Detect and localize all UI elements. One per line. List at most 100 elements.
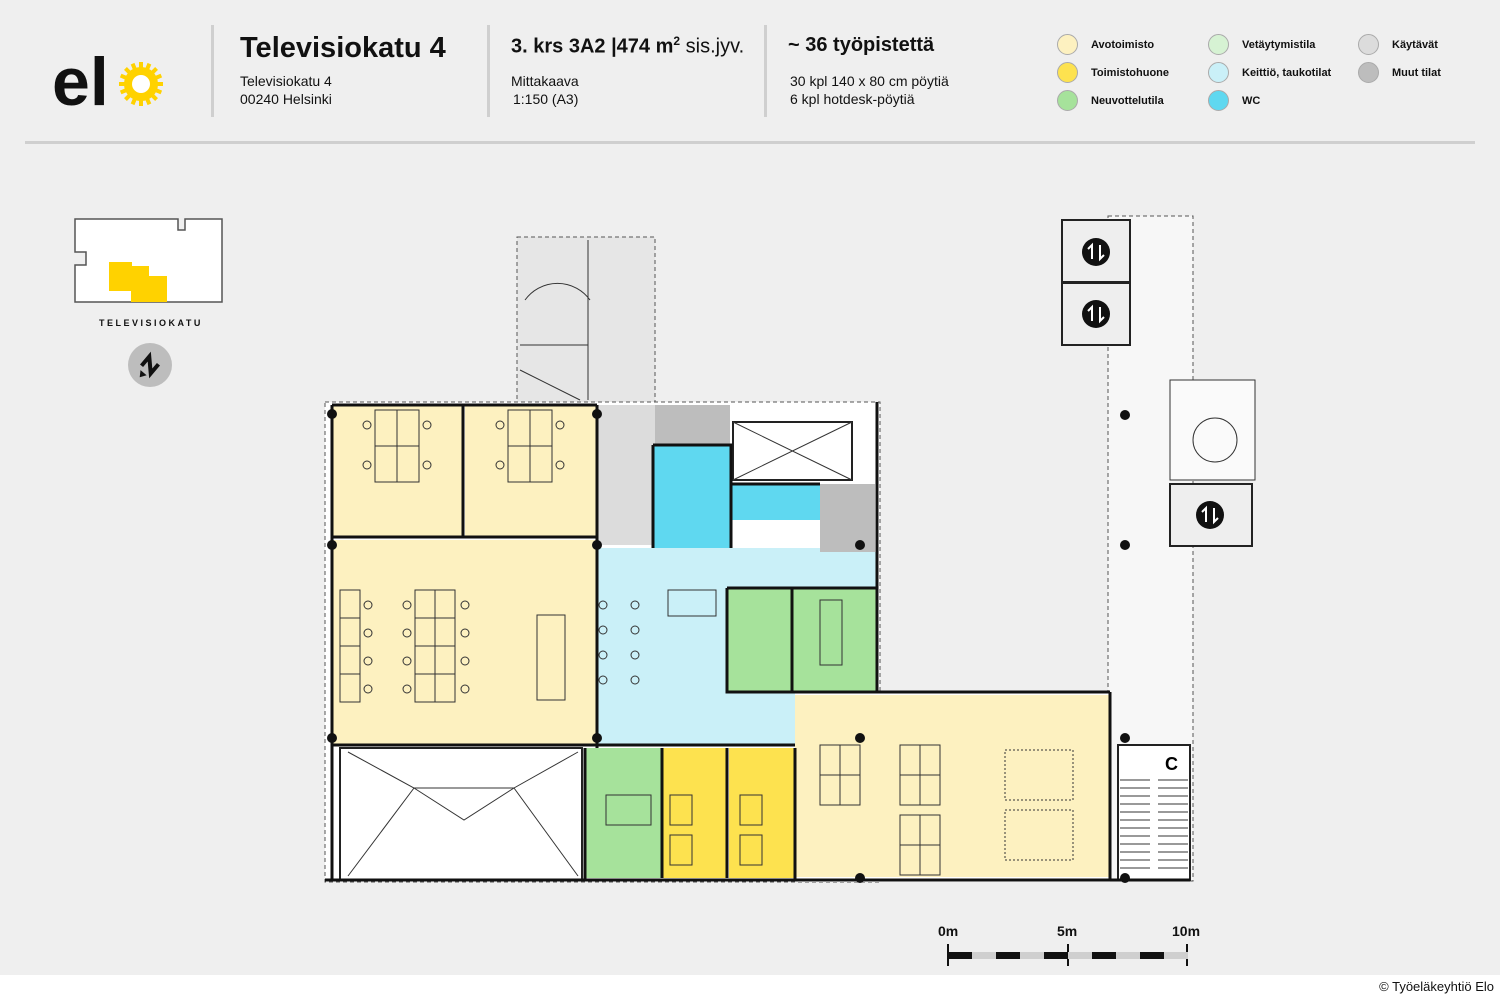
room-kitchen xyxy=(597,548,877,745)
chair xyxy=(495,460,505,470)
column xyxy=(1120,410,1130,420)
legend-item: Muut tilat xyxy=(1358,62,1441,83)
address: Televisiokatu 4 00240 Helsinki xyxy=(240,72,332,108)
address-city: 00240 Helsinki xyxy=(240,91,332,107)
legend-label: Vetäytymistila xyxy=(1242,38,1316,51)
scale-label: Mittakaava xyxy=(511,73,579,89)
desk xyxy=(667,589,717,617)
chair xyxy=(460,628,470,638)
column xyxy=(855,540,865,550)
desk-line-1: 30 kpl 140 x 80 cm pöytiä xyxy=(790,73,949,89)
room-open-office xyxy=(332,540,597,745)
floor-info: 3. krs 3A2 |474 m2 sis.jyv. xyxy=(511,34,744,59)
address-street: Televisiokatu 4 xyxy=(240,73,332,89)
elo-logo: el xyxy=(52,40,172,120)
room-office xyxy=(662,748,727,878)
column xyxy=(1120,873,1130,883)
scale-tick-label: 0m xyxy=(938,923,959,939)
column xyxy=(1120,733,1130,743)
room-wc xyxy=(653,445,731,548)
elevator-icon xyxy=(1082,238,1110,266)
column xyxy=(855,873,865,883)
north-arrow-icon xyxy=(128,343,172,387)
chair xyxy=(362,420,372,430)
desk xyxy=(919,844,941,876)
legend-label: Keittiö, taukotilat xyxy=(1242,66,1332,79)
scale-segment xyxy=(972,952,996,959)
room-meeting xyxy=(727,588,792,692)
column xyxy=(855,733,865,743)
scale-segment xyxy=(1020,952,1044,959)
room-open-office xyxy=(795,695,1110,877)
scale-segment xyxy=(1140,952,1164,959)
column xyxy=(592,540,602,550)
desk xyxy=(669,794,693,826)
legend-label: WC xyxy=(1242,94,1261,107)
desk xyxy=(819,599,843,666)
legend-item: Neuvottelutila xyxy=(1057,90,1164,111)
scale-segment xyxy=(1116,952,1140,959)
column xyxy=(1120,540,1130,550)
legend-label: Käytävät xyxy=(1392,38,1438,51)
lounge-area xyxy=(1004,809,1074,861)
legend-swatch xyxy=(1208,90,1229,111)
legend-swatch xyxy=(1358,34,1379,55)
chair xyxy=(495,420,505,430)
desk-info: 30 kpl 140 x 80 cm pöytiä 6 kpl hotdesk-… xyxy=(790,72,949,108)
room-other xyxy=(655,405,730,445)
street-label: TELEVISIOKATU xyxy=(99,318,203,328)
chair xyxy=(362,460,372,470)
legend-swatch xyxy=(1208,62,1229,83)
column xyxy=(327,733,337,743)
column xyxy=(592,409,602,419)
chair xyxy=(402,684,412,694)
room-open-office xyxy=(465,405,597,537)
desk xyxy=(739,794,763,826)
chair xyxy=(460,656,470,666)
elevator-icon xyxy=(1082,300,1110,328)
scale-segment xyxy=(948,952,972,959)
chair xyxy=(422,420,432,430)
chair xyxy=(598,650,608,660)
chair xyxy=(422,460,432,470)
desk xyxy=(739,834,763,866)
chair xyxy=(363,628,373,638)
chair xyxy=(630,675,640,685)
scale-tick-label: 5m xyxy=(1057,923,1078,939)
room-meeting xyxy=(585,748,662,878)
elevator-icon xyxy=(1196,501,1224,529)
copyright: © Työeläkeyhtiö Elo xyxy=(1379,979,1494,994)
legend-swatch xyxy=(1057,34,1078,55)
legend-swatch xyxy=(1208,34,1229,55)
area-suffix: sis.jyv. xyxy=(680,35,745,58)
chair xyxy=(630,625,640,635)
desk xyxy=(919,774,941,806)
desk xyxy=(396,445,420,483)
legend-label: Toimistohuone xyxy=(1091,66,1170,79)
page-title: Televisiokatu 4 xyxy=(240,32,446,64)
desk xyxy=(605,794,652,826)
legend-item: Keittiö, taukotilat xyxy=(1208,62,1331,83)
desk xyxy=(839,774,861,806)
legend-label: Neuvottelutila xyxy=(1091,94,1164,107)
desk xyxy=(536,614,566,701)
stair-label: C xyxy=(1165,754,1178,774)
chair xyxy=(598,600,608,610)
legend-label: Muut tilat xyxy=(1392,66,1441,79)
desk xyxy=(339,673,361,703)
chair xyxy=(630,650,640,660)
chair xyxy=(363,656,373,666)
scale-tick-label: 10m xyxy=(1172,923,1201,939)
desk xyxy=(669,834,693,866)
chair xyxy=(555,420,565,430)
room-other xyxy=(820,484,875,552)
chair xyxy=(402,628,412,638)
header-divider xyxy=(25,141,1475,144)
room-wc xyxy=(731,484,820,520)
desk xyxy=(529,445,553,483)
workstations-count: ~ 36 työpistettä xyxy=(788,34,935,56)
chair xyxy=(402,600,412,610)
chair xyxy=(555,460,565,470)
chair xyxy=(402,656,412,666)
